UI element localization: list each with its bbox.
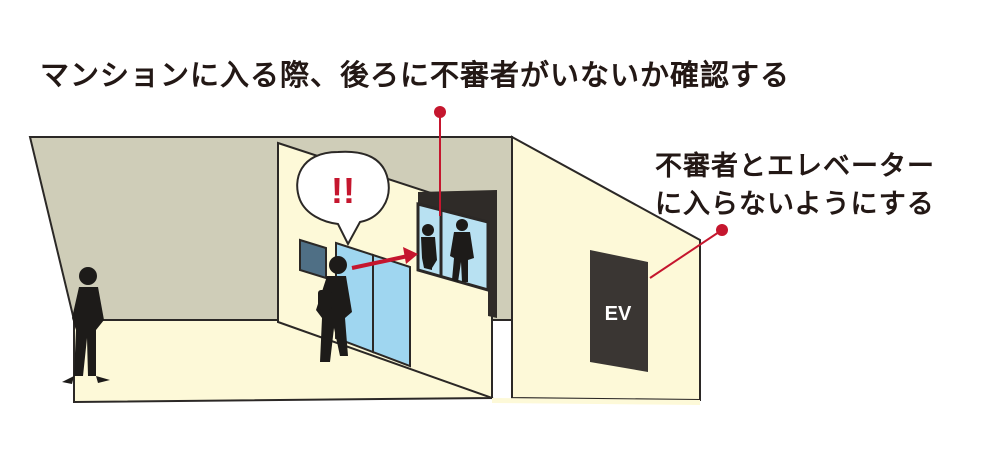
callout-top-leader bbox=[434, 106, 446, 216]
resident-walking-silhouette bbox=[62, 267, 110, 384]
caption-elevator-line-1: 不審者とエレベーター bbox=[655, 151, 935, 182]
caption-check-behind: マンションに入る際、後ろに不審者がいないか確認する bbox=[40, 58, 791, 92]
wall-panel bbox=[299, 238, 327, 280]
callout-right-leader bbox=[649, 224, 728, 279]
speech-bubble-exclamation: !! bbox=[331, 170, 355, 211]
speech-bubble: !! bbox=[296, 150, 390, 247]
hall-floor-strip bbox=[492, 398, 700, 405]
suspicious-person-silhouette bbox=[421, 219, 474, 282]
resident-entering-silhouette bbox=[316, 256, 352, 362]
caption-elevator-warning: 不審者とエレベーター に入らないようにする bbox=[655, 148, 935, 224]
caption-elevator-line-2: に入らないようにする bbox=[655, 189, 935, 220]
elevator-label: EV bbox=[605, 303, 632, 325]
glass-door-right bbox=[372, 253, 411, 368]
elevator-door bbox=[590, 250, 648, 372]
look-back-arrow bbox=[351, 247, 418, 270]
